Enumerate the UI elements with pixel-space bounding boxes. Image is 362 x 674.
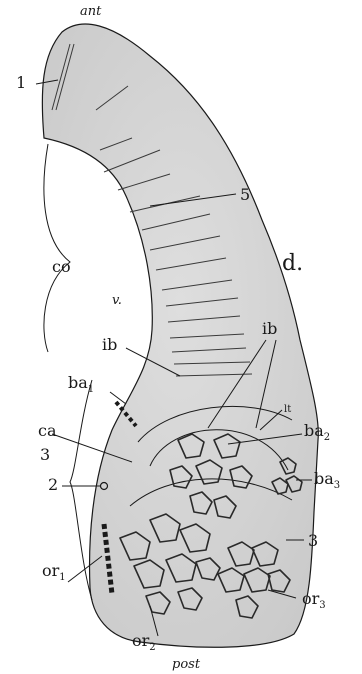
label-1: 1 [16,73,26,92]
label-v: v. [112,293,122,308]
label-ba3: ba3 [314,469,340,491]
brace-co [44,144,70,352]
label-5: 5 [240,185,250,204]
label-ib-left: ib [102,335,117,354]
label-ca: ca [38,421,57,440]
label-ba2: ba2 [304,421,330,443]
label-3-right: 3 [308,531,318,550]
label-ib-top: ib [262,319,277,338]
label-post: post [172,657,201,672]
label-ant: ant [80,4,102,19]
label-or1: or1 [42,561,66,583]
brace-ca [70,380,92,600]
label-or3: or3 [302,589,326,611]
label-co: co [52,257,71,276]
label-ba1: ba1 [68,373,94,395]
label-lt: lt [284,404,291,415]
label-2: 2 [48,475,58,494]
label-3-left: 3 [40,445,50,464]
label-d: d. [282,251,303,276]
